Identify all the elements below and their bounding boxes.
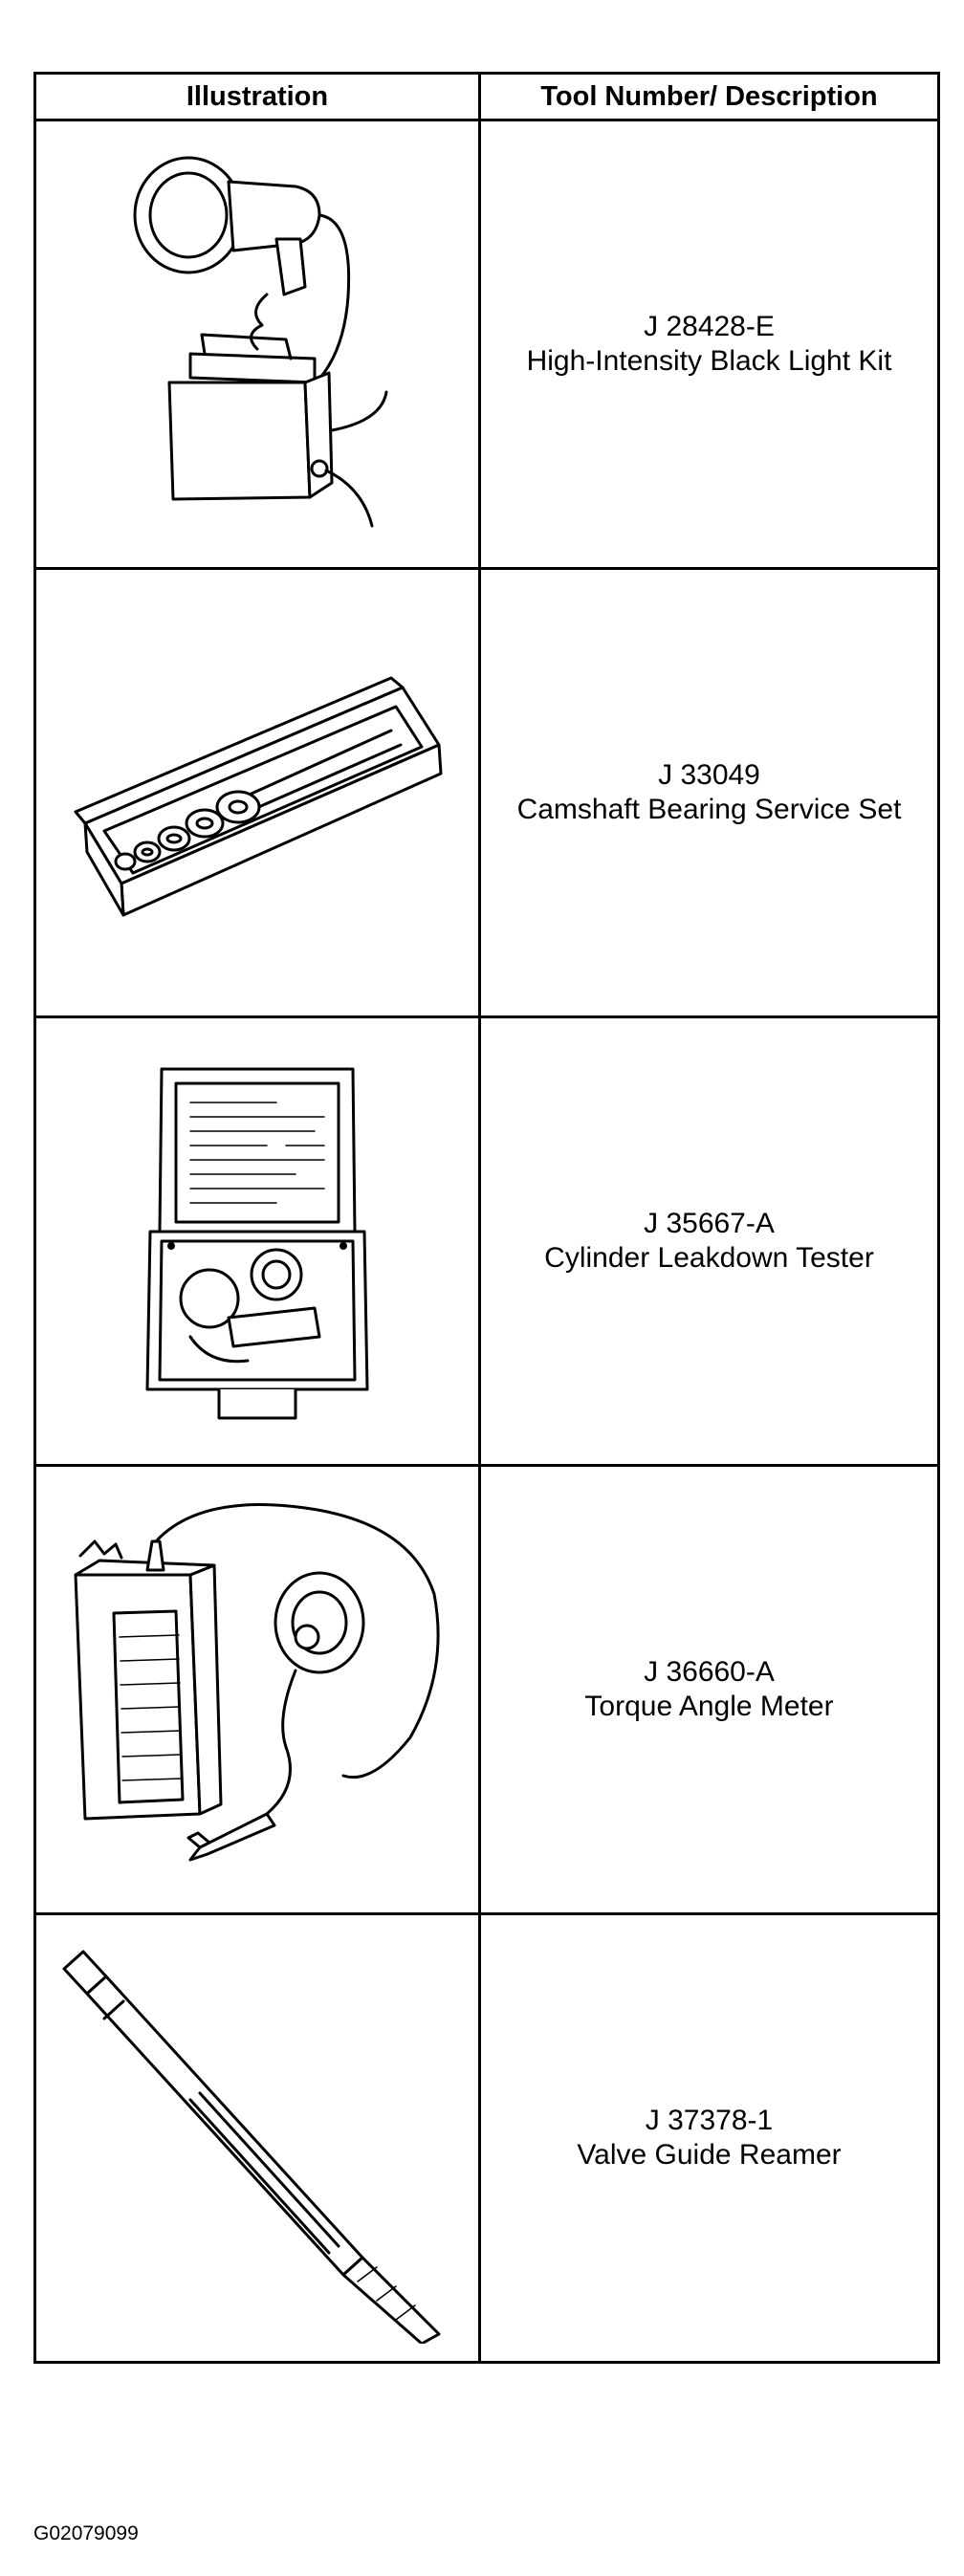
table-row: J 35667-A Cylinder Leakdown Tester [33,1015,940,1467]
tool-description-cell: J 28428-E High-Intensity Black Light Kit [478,119,940,570]
torque-angle-meter-icon [74,1503,440,1862]
table-header-row: Illustration Tool Number/ Description [33,72,940,121]
tool-description-cell: J 35667-A Cylinder Leakdown Tester [478,1015,940,1467]
header-tool-number-description: Tool Number/ Description [478,72,940,121]
table-row: J 33049 Camshaft Bearing Service Set [33,567,940,1018]
illustration-cell [33,1015,481,1467]
tool-number: J 35667-A [644,1208,775,1239]
tool-description-cell: J 37378-1 Valve Guide Reamer [478,1912,940,2364]
tool-number: J 33049 [658,759,760,791]
tool-description: Cylinder Leakdown Tester [544,1242,874,1274]
tool-description: Valve Guide Reamer [577,2139,842,2171]
valve-guide-reamer-icon [62,1950,441,2344]
illustration-cell [33,1464,481,1915]
leakdown-tester-icon [145,1067,369,1420]
illustration-cell [33,1912,481,2364]
special-tools-table: Illustration Tool Number/ Description [33,72,940,2364]
header-illustration: Illustration [33,72,481,121]
tool-description: Torque Angle Meter [584,1691,834,1722]
tool-description: Camshaft Bearing Service Set [516,794,902,825]
figure-id: G02079099 [33,2522,139,2544]
tool-number: J 37378-1 [645,2105,774,2136]
table-row: J 36660-A Torque Angle Meter [33,1464,940,1915]
illustration-cell [33,567,481,1018]
table-row: J 37378-1 Valve Guide Reamer [33,1912,940,2364]
tool-number: J 28428-E [644,311,775,342]
tool-number: J 36660-A [644,1656,775,1688]
camshaft-bearing-set-icon [74,676,443,917]
tool-description-cell: J 36660-A Torque Angle Meter [478,1464,940,1915]
table-row: J 28428-E High-Intensity Black Light Kit [33,119,940,570]
black-light-kit-icon [133,156,388,528]
tool-description-cell: J 33049 Camshaft Bearing Service Set [478,567,940,1018]
illustration-cell [33,119,481,570]
tool-description: High-Intensity Black Light Kit [526,345,892,377]
